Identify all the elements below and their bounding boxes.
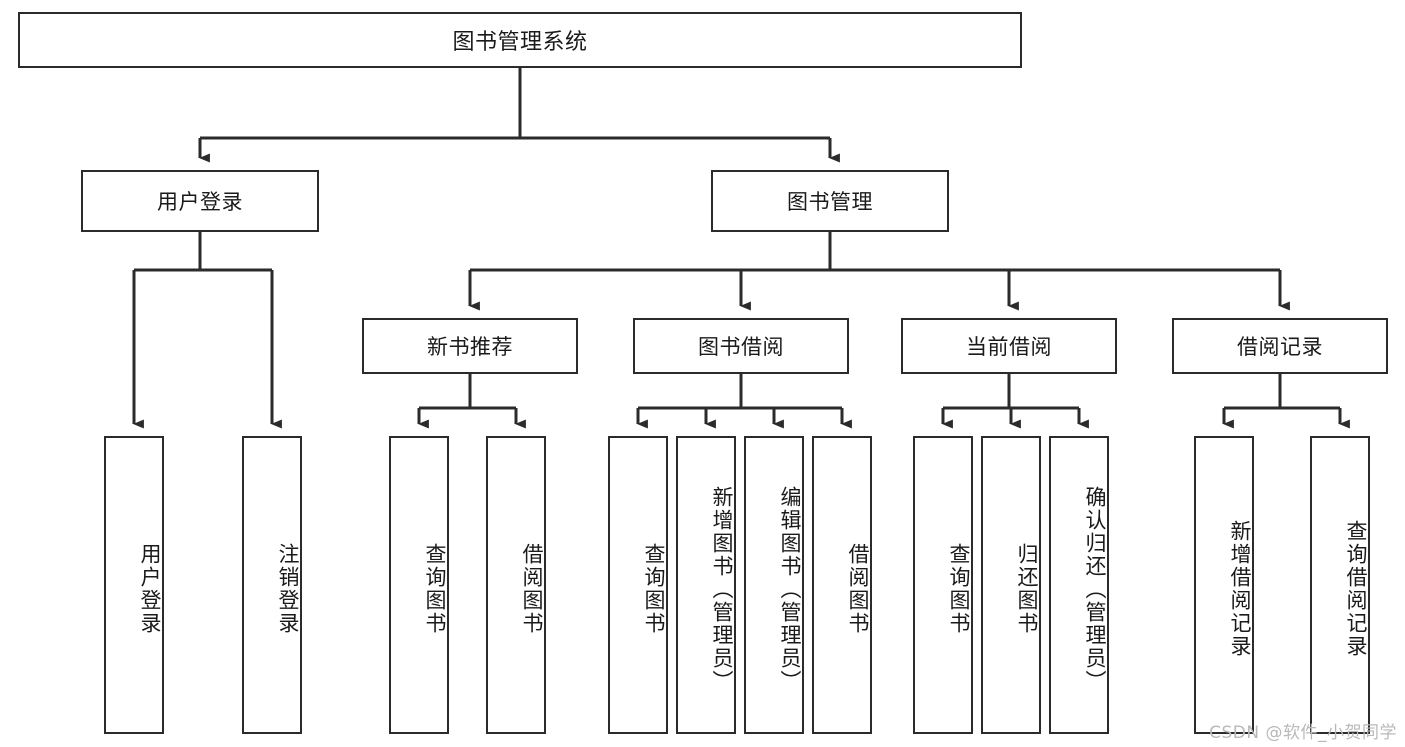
node-book-borrow[interactable]: 图书借阅 (633, 318, 849, 374)
node-label: 用户登录 (157, 190, 243, 214)
node-new-book-recommend[interactable]: 新书推荐 (362, 318, 578, 374)
node-leaf-confirm-return-admin[interactable]: 确认归还（管理员） (1049, 436, 1109, 734)
node-label: 查询图书 (947, 543, 971, 635)
node-label: 借阅图书 (846, 543, 870, 635)
node-label: 查询借阅记录 (1344, 520, 1368, 658)
node-label: 借阅图书 (520, 543, 544, 635)
node-leaf-query-book-cur[interactable]: 查询图书 (913, 436, 973, 734)
node-label: 归还图书 (1015, 543, 1039, 635)
node-leaf-query-borrow-record[interactable]: 查询借阅记录 (1310, 436, 1370, 734)
node-leaf-user-login[interactable]: 用户登录 (104, 436, 164, 734)
node-label: 查询图书 (642, 543, 666, 635)
node-label: 确认归还（管理员） (1083, 485, 1107, 693)
node-leaf-query-book-rec[interactable]: 查询图书 (389, 436, 449, 734)
node-leaf-borrow-book-rec[interactable]: 借阅图书 (486, 436, 546, 734)
node-label: 注销登录 (276, 543, 300, 635)
node-label: 图书管理 (787, 190, 873, 214)
node-leaf-add-borrow-record[interactable]: 新增借阅记录 (1194, 436, 1254, 734)
node-label: 借阅记录 (1237, 335, 1323, 359)
node-leaf-query-book-borrow[interactable]: 查询图书 (608, 436, 668, 734)
node-root[interactable]: 图书管理系统 (18, 12, 1022, 68)
node-label: 新书推荐 (427, 335, 513, 359)
node-label: 新增借阅记录 (1228, 520, 1252, 658)
node-label: 当前借阅 (966, 335, 1052, 359)
node-leaf-user-logout[interactable]: 注销登录 (242, 436, 302, 734)
node-label: 用户登录 (138, 543, 162, 635)
node-borrow-record[interactable]: 借阅记录 (1172, 318, 1388, 374)
node-user-login[interactable]: 用户登录 (81, 170, 319, 232)
node-label: 新增图书（管理员） (710, 485, 734, 693)
node-book-management[interactable]: 图书管理 (711, 170, 949, 232)
node-label: 图书借阅 (698, 335, 784, 359)
node-label: 编辑图书（管理员） (778, 485, 802, 693)
node-label: 查询图书 (423, 543, 447, 635)
node-leaf-return-book[interactable]: 归还图书 (981, 436, 1041, 734)
node-leaf-add-book-admin[interactable]: 新增图书（管理员） (676, 436, 736, 734)
node-label: 图书管理系统 (452, 30, 588, 55)
node-leaf-edit-book-admin[interactable]: 编辑图书（管理员） (744, 436, 804, 734)
node-leaf-borrow-book[interactable]: 借阅图书 (812, 436, 872, 734)
node-current-borrow[interactable]: 当前借阅 (901, 318, 1117, 374)
